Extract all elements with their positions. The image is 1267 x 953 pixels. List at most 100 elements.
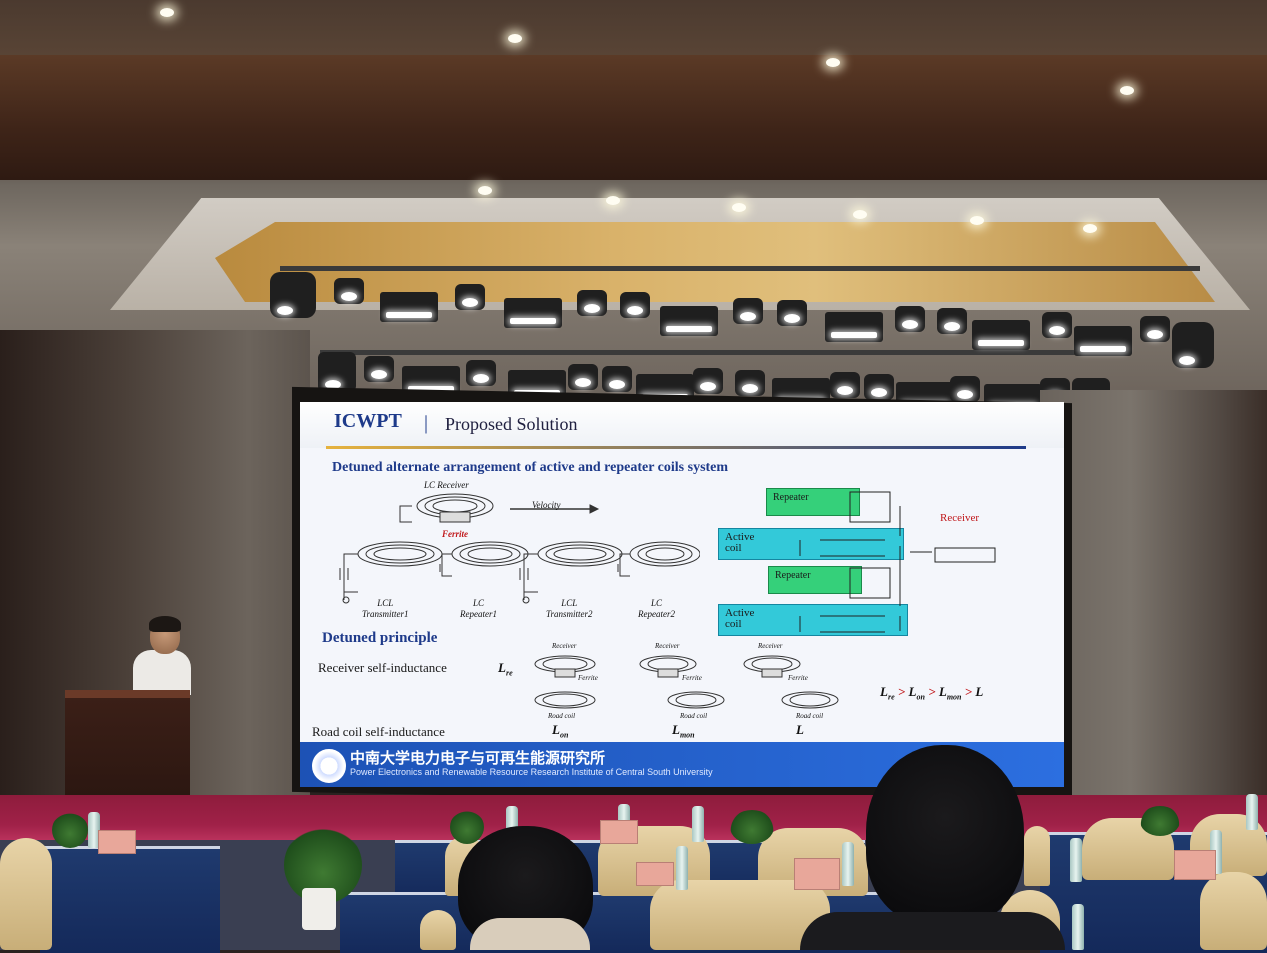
stage-light (693, 368, 723, 394)
active-coil-1-label: Active coil (725, 531, 755, 554)
stage-light (1140, 316, 1170, 342)
name-card (98, 830, 136, 854)
speaker-hair (149, 616, 181, 632)
stage-light (602, 366, 632, 392)
slide-header (300, 402, 1064, 448)
title-separator: | (424, 412, 429, 434)
footer-institute-en: Power Electronics and Renewable Resource… (350, 767, 713, 777)
stage-light (466, 360, 496, 386)
inductance-inequality: Lre > Lon > Lmon > L (880, 684, 984, 702)
stage-light (364, 356, 394, 382)
stage-light (950, 376, 980, 402)
downlight (853, 210, 867, 219)
stage-light (733, 298, 763, 324)
name-card (794, 858, 840, 890)
water-bottle (692, 806, 704, 842)
water-bottle (842, 842, 854, 886)
stage-light (620, 292, 650, 318)
coil-arrangement-diagram (339, 493, 700, 604)
label-ferrite: Ferrite (442, 529, 468, 539)
coil-label-receiver: Receiver (552, 642, 577, 650)
speaker-body (133, 650, 191, 695)
right-wall (1040, 390, 1267, 810)
coil-label-receiver: Receiver (655, 642, 680, 650)
repeater-mid-label: Repeater (775, 570, 811, 581)
coil-label-ferrite: Ferrite (578, 674, 598, 682)
coil-label-receiver: Receiver (758, 642, 783, 650)
potted-plant (730, 810, 774, 844)
label-lcl-transmitter1: LCL Transmitter1 (362, 598, 409, 619)
name-card (600, 820, 638, 844)
section-heading-principle: Detuned principle (322, 630, 438, 646)
title-underline (326, 446, 1026, 449)
name-card (1174, 850, 1216, 880)
potted-plant (52, 812, 88, 848)
chair (1200, 872, 1267, 950)
footer-institute-cn: 中南大学电力电子与可再生能源研究所 (350, 749, 606, 767)
label-velocity: Velocity (532, 500, 561, 510)
slide-brand: ICWPT (334, 410, 402, 432)
principle-coils-diagram (534, 655, 839, 709)
stage-light (830, 372, 860, 398)
inductance-on-symbol: Lon (552, 722, 569, 740)
section-heading-arrangement: Detuned alternate arrangement of active … (332, 460, 729, 475)
label-lcl-transmitter2: LCL Transmitter2 (546, 598, 593, 619)
coil-label-ferrite: Ferrite (682, 674, 702, 682)
table (40, 846, 220, 953)
coil-label-ferrite: Ferrite (788, 674, 808, 682)
chair (0, 838, 52, 950)
stage-light (777, 300, 807, 326)
water-bottle (1072, 904, 1084, 950)
active-coil-block-1: Active coil (718, 528, 904, 560)
chair (420, 910, 456, 950)
stage-light (455, 284, 485, 310)
coil-label-road-coil: Road coil (680, 712, 708, 720)
slide-title: Proposed Solution (445, 414, 578, 434)
audience-member-shoulders (470, 918, 590, 950)
inductance-mon-symbol: Lmon (672, 722, 695, 740)
stage-light (735, 370, 765, 396)
lighting-truss (320, 350, 1110, 355)
stage-light (825, 312, 883, 342)
label-lc-receiver: LC Receiver (424, 480, 469, 490)
water-bottle (1246, 794, 1258, 830)
inductance-l-symbol: L (796, 722, 804, 737)
downlight (970, 216, 984, 225)
stage-light (1074, 326, 1132, 356)
stage-light (660, 306, 718, 336)
active-coil-block-2: Active coil (718, 604, 908, 636)
active-coil-2-label: Active coil (725, 607, 755, 630)
audience-member-shoulders (800, 912, 1065, 950)
stage-light (1172, 322, 1214, 368)
chair (650, 880, 830, 950)
stage-light (895, 306, 925, 332)
downlight (478, 186, 492, 195)
stage-light (577, 290, 607, 316)
wood-ceiling-band (0, 55, 1267, 180)
water-bottle (1070, 838, 1082, 882)
label-lc-repeater1: LC Repeater1 (460, 598, 497, 619)
receiver-circuit-label: Receiver (940, 512, 980, 524)
repeater-top-label: Repeater (773, 492, 809, 503)
name-card (636, 862, 674, 886)
downlight (826, 58, 840, 67)
water-bottle (676, 846, 688, 890)
coil-label-road-coil: Road coil (796, 712, 824, 720)
chair (1024, 826, 1050, 886)
downlight (160, 8, 174, 17)
plant-pot (302, 888, 336, 930)
audience-member-head (866, 745, 1024, 925)
illuminated-ceiling-recess (215, 222, 1215, 302)
stage-light (568, 364, 598, 390)
water-bottle (88, 812, 100, 848)
stage-light (318, 352, 356, 392)
downlight (1083, 224, 1097, 233)
stage-light (937, 308, 967, 334)
potted-plant (1140, 806, 1180, 836)
stage-light (864, 374, 894, 400)
lighting-truss (280, 266, 1200, 271)
circuit-schematic (799, 491, 996, 633)
stage-light (380, 292, 438, 322)
label-lc-repeater2: LC Repeater2 (638, 598, 675, 619)
potted-plant (450, 810, 484, 844)
